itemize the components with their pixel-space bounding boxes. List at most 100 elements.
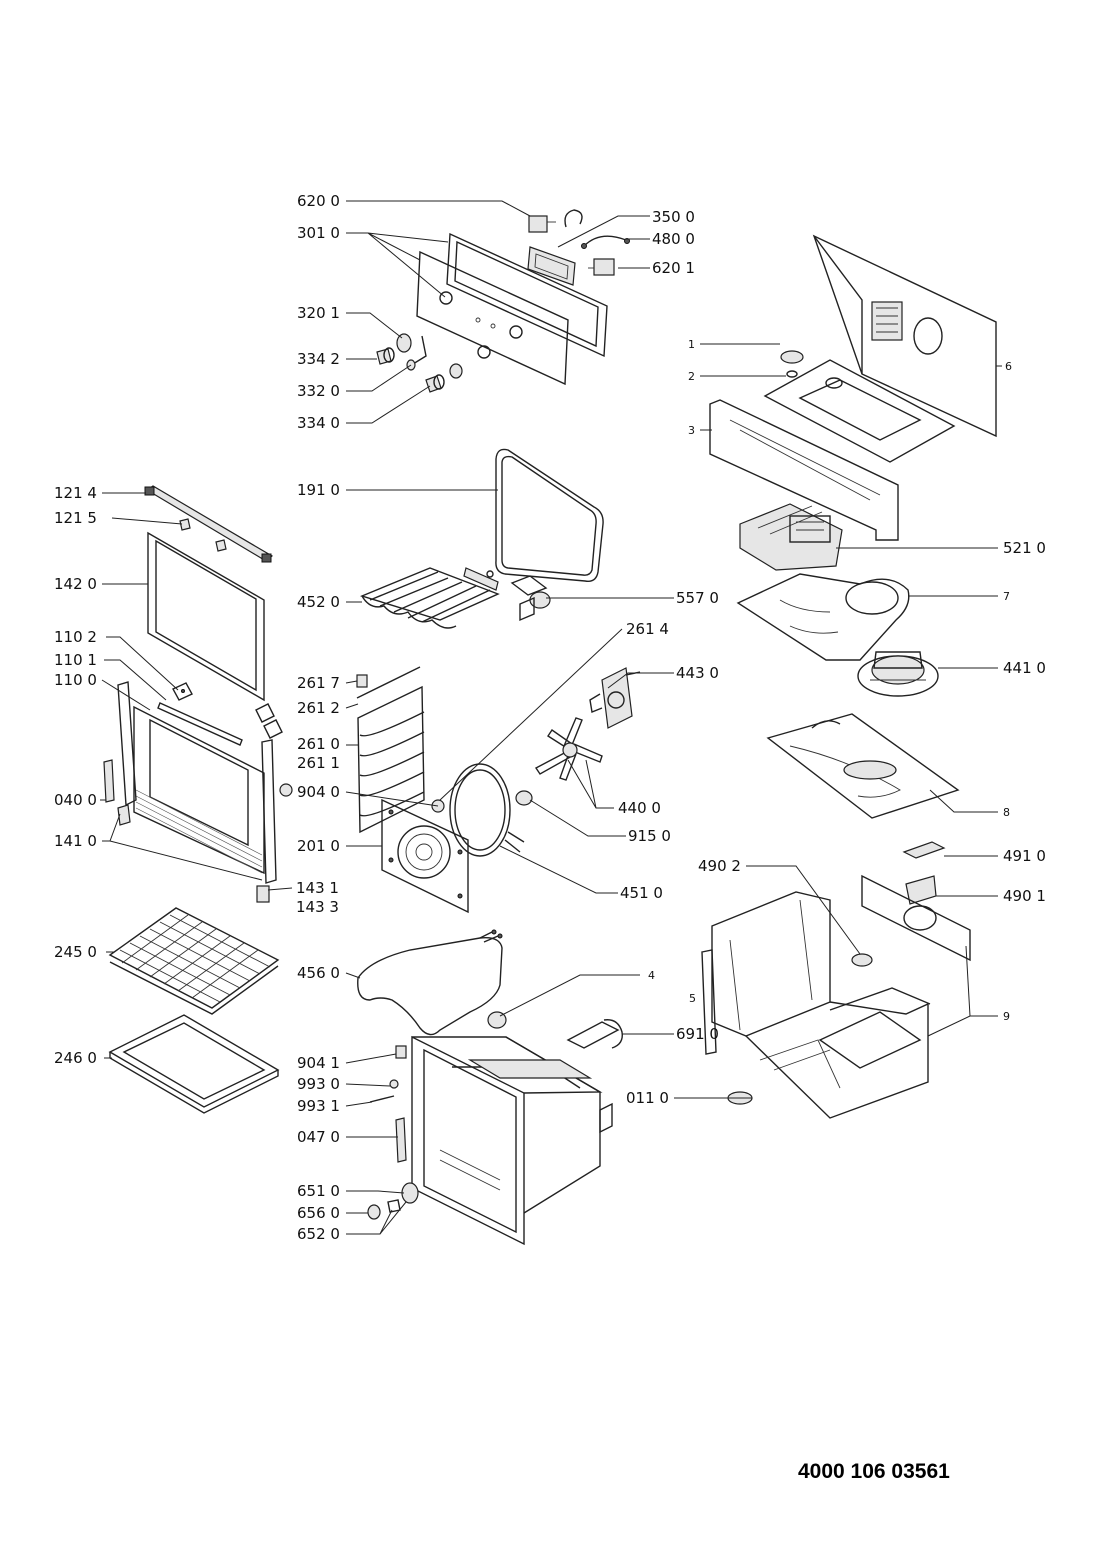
- lamp-housing: [401, 1182, 419, 1204]
- label-143-3: 143 3: [296, 898, 339, 916]
- knob-spring: [412, 335, 427, 365]
- label-350-0: 350 0: [652, 208, 695, 226]
- label-334-0: 334 0: [297, 414, 340, 432]
- hinge-catch: [256, 885, 270, 903]
- top-cover-plate: [763, 359, 956, 463]
- label-652-0: 652 0: [297, 1225, 340, 1243]
- label-993-1: 993 1: [297, 1097, 340, 1115]
- knob-hole: [477, 345, 491, 359]
- label-246-0: 246 0: [54, 1049, 97, 1067]
- label-4: 4: [648, 969, 655, 982]
- electronic-control-board: [739, 503, 843, 571]
- label-491-0: 491 0: [1003, 847, 1046, 865]
- casing-side-left: [711, 891, 831, 1037]
- fan-blade: [534, 717, 603, 781]
- label-443-0: 443 0: [676, 664, 719, 682]
- document-number: 4000 106 03561: [798, 1460, 950, 1483]
- bottom-heat-shield: [766, 713, 960, 819]
- indicator-hole: [490, 323, 496, 329]
- label-557-0: 557 0: [676, 589, 719, 607]
- indicator-hole: [475, 317, 481, 323]
- label-456-0: 456 0: [297, 964, 340, 982]
- label-7: 7: [1003, 590, 1010, 603]
- lamp-glass: [367, 1204, 381, 1220]
- door-bumper: [279, 783, 293, 797]
- door-top-trim: [145, 485, 274, 562]
- grommet: [780, 350, 804, 364]
- label-261-0: 261 0: [297, 735, 340, 753]
- label-451-0: 451 0: [620, 884, 663, 902]
- label-047-0: 047 0: [297, 1128, 340, 1146]
- label-110-1: 110 1: [54, 651, 97, 669]
- rear-top-panel: [812, 234, 997, 438]
- label-110-0: 110 0: [54, 671, 97, 689]
- label-121-5: 121 5: [54, 509, 97, 527]
- leader-lines: [100, 200, 1002, 1235]
- label-691-0: 691 0: [676, 1025, 719, 1043]
- terminal-block: [902, 841, 946, 859]
- label-440-0: 440 0: [618, 799, 661, 817]
- label-904-0: 904 0: [297, 783, 340, 801]
- knob-hole: [509, 325, 523, 339]
- cooling-fan: [857, 651, 939, 697]
- door-bumper-lower: [395, 1045, 407, 1059]
- label-651-0: 651 0: [297, 1182, 340, 1200]
- knob-hole: [439, 291, 453, 305]
- knob-adapter: [396, 333, 412, 353]
- label-121-4: 121 4: [54, 484, 97, 502]
- part-number-labels: 620 0 301 0 350 0 480 0 620 1 320 1 334 …: [54, 192, 1046, 1243]
- label-3: 3: [688, 424, 695, 437]
- selector-switch-right: [593, 258, 615, 276]
- label-201-0: 201 0: [297, 837, 340, 855]
- top-cover-assembly: [709, 234, 997, 541]
- label-2: 2: [688, 370, 695, 383]
- door-hinge-right: [261, 739, 277, 884]
- fan-cover-back-panel: [381, 798, 469, 914]
- label-261-2: 261 2: [297, 699, 340, 717]
- baking-tray: [108, 1014, 280, 1114]
- label-011-0: 011 0: [626, 1089, 669, 1107]
- label-441-0: 441 0: [1003, 659, 1046, 677]
- label-6: 6: [1005, 360, 1012, 373]
- switch-490-2: [851, 953, 873, 967]
- fan-thermostat: [510, 575, 551, 622]
- label-191-0: 191 0: [297, 481, 340, 499]
- label-261-4: 261 4: [626, 620, 669, 638]
- label-334-2: 334 2: [297, 350, 340, 368]
- label-915-0: 915 0: [628, 827, 671, 845]
- label-5: 5: [689, 992, 696, 1005]
- label-452-0: 452 0: [297, 593, 340, 611]
- outer-casing: [701, 874, 971, 1119]
- label-521-0: 521 0: [1003, 539, 1046, 557]
- cooling-air-duct: [736, 573, 910, 661]
- display-module: [527, 246, 576, 286]
- cap-part-4: [487, 1011, 507, 1029]
- fan-motor: [601, 667, 633, 729]
- label-143-1: 143 1: [296, 879, 339, 897]
- selector-switch-top: [528, 215, 548, 233]
- label-142-0: 142 0: [54, 575, 97, 593]
- label-332-0: 332 0: [297, 382, 340, 400]
- door-outer-glass: [147, 531, 265, 702]
- label-904-1: 904 1: [297, 1054, 340, 1072]
- label-993-0: 993 0: [297, 1075, 340, 1093]
- label-1: 1: [688, 338, 695, 351]
- control-panel-frame: [446, 232, 608, 358]
- rail-clip: [356, 674, 368, 688]
- wire-shelf: [108, 907, 280, 1015]
- label-245-0: 245 0: [54, 943, 97, 961]
- side-bracket: [709, 399, 899, 541]
- door-hinge-left: [117, 681, 137, 807]
- circular-heating-element: [449, 763, 525, 857]
- door-inner-frame: [133, 705, 265, 875]
- oven-cavity: [367, 1035, 613, 1246]
- label-480-0: 480 0: [652, 230, 695, 248]
- control-panel-group: [376, 209, 630, 393]
- door-seal-gasket: [495, 448, 604, 582]
- label-110-2: 110 2: [54, 628, 97, 646]
- shelf-support-rails: [356, 666, 445, 834]
- label-9: 9: [1003, 1010, 1010, 1023]
- lower-heating-element: [357, 929, 503, 1036]
- label-620-0: 620 0: [297, 192, 340, 210]
